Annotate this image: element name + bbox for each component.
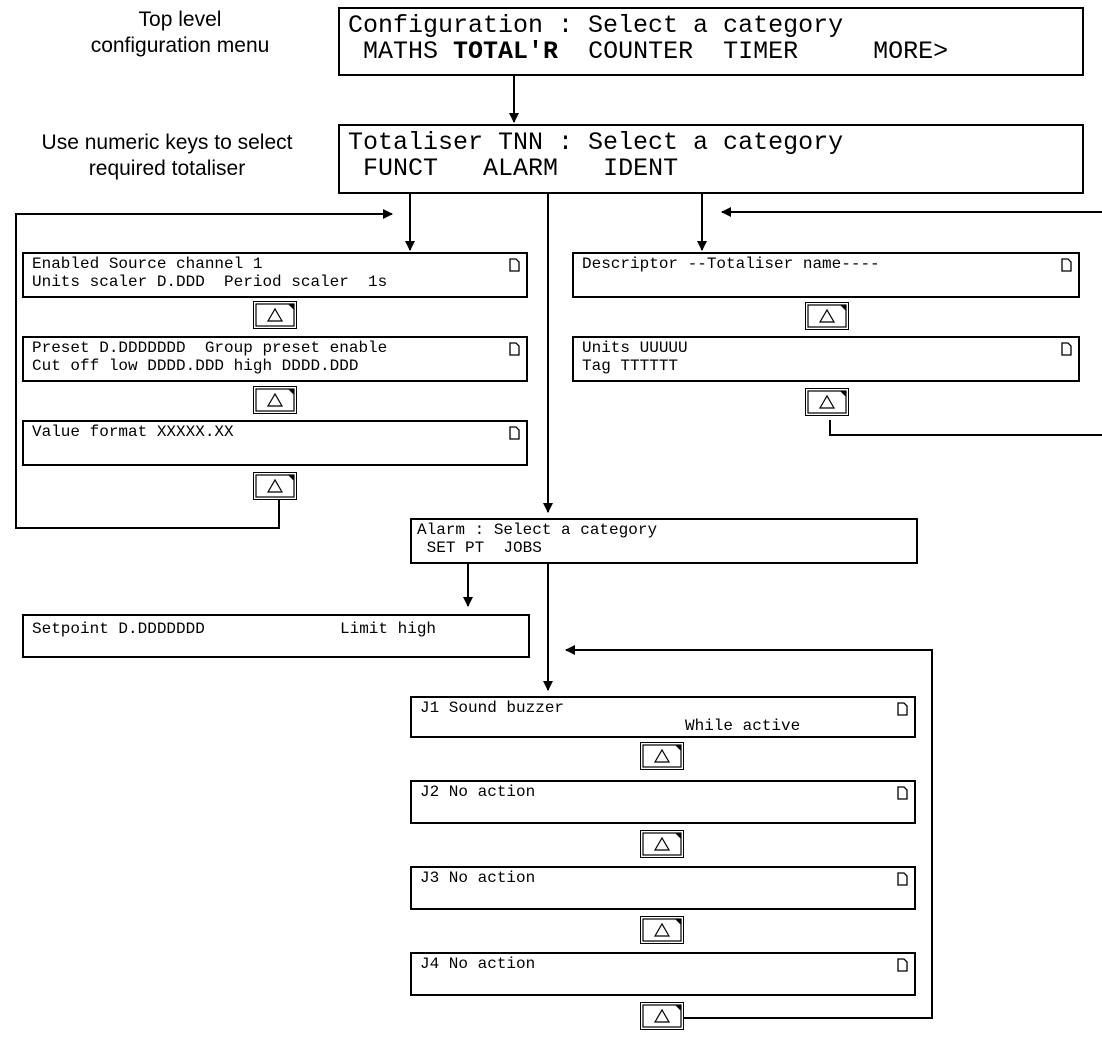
screen-line: Preset D.DDDDDDD Group preset enable xyxy=(32,339,388,357)
up-arrow-key-icon[interactable] xyxy=(253,301,297,329)
alarm-menu-screen: Alarm : Select a category SET PT JOBS xyxy=(410,518,918,564)
document-icon xyxy=(897,872,908,886)
config-menu-screen: Configuration : Select a category MATHS … xyxy=(338,7,1084,76)
up-arrow-key-icon[interactable] xyxy=(253,386,297,414)
screen-line: Value format XXXXX.XX xyxy=(32,423,234,441)
screen-line: J1 Sound buzzer xyxy=(420,699,565,717)
alarm-menu-title: Alarm : Select a category xyxy=(417,521,658,539)
job-screen-4: J4 No action xyxy=(410,952,916,996)
up-arrow-key-icon[interactable] xyxy=(640,830,684,858)
label-line: Top level xyxy=(138,8,222,31)
document-icon xyxy=(897,786,908,800)
screen-line: J3 No action xyxy=(420,869,536,887)
menu-item-alarm[interactable]: ALARM xyxy=(483,154,559,183)
setpoint-screen: Setpoint D.DDDDDDD Limit high xyxy=(22,614,530,658)
up-arrow-key-icon[interactable] xyxy=(640,1002,684,1030)
config-menu-title: Configuration : Select a category xyxy=(348,11,844,40)
totaliser-menu-title: Totaliser TNN : Select a category xyxy=(348,128,844,157)
job-screen-1: J1 Sound buzzer While active xyxy=(410,696,916,738)
up-arrow-key-icon[interactable] xyxy=(805,388,849,416)
screen-line: While active xyxy=(685,717,801,735)
funct-screen-1: Enabled Source channel 1 Units scaler D.… xyxy=(22,252,528,298)
funct-screen-2: Preset D.DDDDDDD Group preset enable Cut… xyxy=(22,336,528,382)
screen-line: Cut off low DDDD.DDD high DDDD.DDD xyxy=(32,357,359,375)
ident-screen-1: Descriptor --Totaliser name---- xyxy=(572,252,1080,298)
document-icon xyxy=(1061,342,1072,356)
menu-item-set-pt[interactable]: SET PT xyxy=(426,539,485,557)
screen-line: Descriptor --Totaliser name---- xyxy=(582,255,880,273)
menu-item-jobs[interactable]: JOBS xyxy=(503,539,542,557)
up-arrow-key-icon[interactable] xyxy=(805,302,849,330)
up-arrow-key-icon[interactable] xyxy=(640,742,684,770)
up-arrow-key-icon[interactable] xyxy=(253,472,297,500)
document-icon xyxy=(897,958,908,972)
setpoint-limit: Limit high xyxy=(340,620,437,638)
top-level-label: Top level configuration menu xyxy=(40,7,320,59)
screen-line: J4 No action xyxy=(420,955,536,973)
funct-loop-line xyxy=(15,209,393,529)
screen-line: Units UUUUU xyxy=(582,339,688,357)
numeric-keys-label: Use numeric keys to select required tota… xyxy=(0,130,334,182)
screen-line: Units scaler D.DDD Period scaler 1s xyxy=(32,273,388,291)
screen-line: Enabled Source channel 1 xyxy=(32,255,263,273)
document-icon xyxy=(897,702,908,716)
document-icon xyxy=(509,258,520,272)
menu-item-funct[interactable]: FUNCT xyxy=(363,154,439,183)
screen-line: J2 No action xyxy=(420,783,536,801)
label-line: configuration menu xyxy=(90,34,270,57)
label-line: required totaliser xyxy=(88,157,246,180)
ident-screen-2: Units UUUUU Tag TTTTTT xyxy=(572,336,1080,382)
screen-line: Tag TTTTTT xyxy=(582,357,679,375)
totaliser-menu-text: Totaliser TNN : Select a category FUNCT … xyxy=(340,126,843,182)
totaliser-menu-screen: Totaliser TNN : Select a category FUNCT … xyxy=(338,124,1084,194)
menu-item-timer[interactable]: TIMER xyxy=(723,37,799,66)
menu-item-totaliser[interactable]: TOTAL'R xyxy=(453,37,559,66)
setpoint-value: Setpoint D.DDDDDDD xyxy=(32,620,205,638)
menu-item-more[interactable]: MORE> xyxy=(873,37,949,66)
up-arrow-key-icon[interactable] xyxy=(640,916,684,944)
job-screen-3: J3 No action xyxy=(410,866,916,910)
document-icon xyxy=(1061,258,1072,272)
config-menu-text: Configuration : Select a category MATHS … xyxy=(340,9,948,65)
label-line: Use numeric keys to select xyxy=(41,131,293,154)
document-icon xyxy=(509,426,520,440)
ident-loop-line xyxy=(829,420,1102,436)
funct-screen-3: Value format XXXXX.XX xyxy=(22,420,528,466)
job-screen-2: J2 No action xyxy=(410,780,916,824)
menu-item-ident[interactable]: IDENT xyxy=(603,154,679,183)
menu-item-maths[interactable]: MATHS xyxy=(363,37,439,66)
document-icon xyxy=(509,342,520,356)
menu-item-counter[interactable]: COUNTER xyxy=(588,37,694,66)
